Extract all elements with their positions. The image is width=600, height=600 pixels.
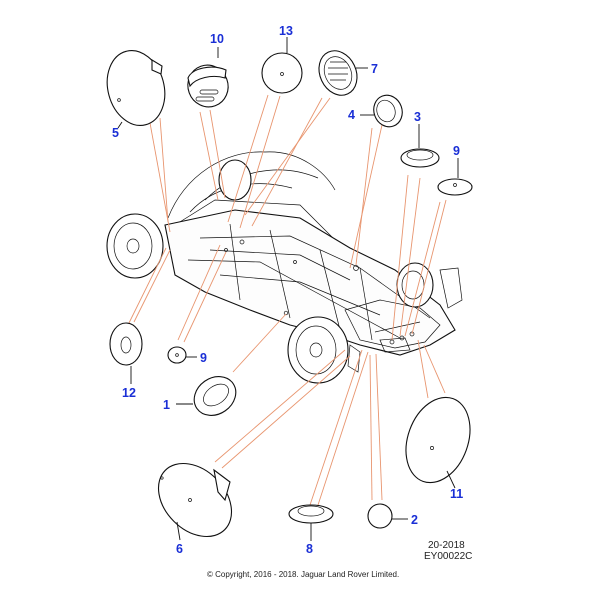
- drawing-date: 20-2018: [428, 540, 465, 551]
- callout-13: 13: [279, 24, 293, 38]
- callout-3: 3: [414, 110, 421, 124]
- part-6-large-cover: 6: [157, 462, 233, 556]
- part-13-disc-plug: 13: [261, 24, 303, 94]
- callout-8: 8: [306, 542, 313, 556]
- leader-lines: [127, 94, 447, 506]
- part-11-large-disc: 11: [405, 396, 471, 501]
- part-12-disc-plug: 12: [109, 322, 143, 400]
- part-7-ribbed-plug: 7: [318, 50, 378, 96]
- front-left-wheel: [106, 213, 164, 279]
- callout-1: 1: [163, 398, 170, 412]
- front-right-wheel: [218, 159, 252, 201]
- callout-2: 2: [411, 513, 418, 527]
- callout-6: 6: [176, 542, 183, 556]
- callout-9-upper: 9: [453, 144, 460, 158]
- callout-7: 7: [371, 62, 378, 76]
- part-9-cap-lower: 9: [167, 346, 207, 365]
- part-9-cap-upper: 9: [437, 144, 473, 196]
- callout-11: 11: [450, 487, 463, 501]
- callout-4: 4: [348, 108, 355, 122]
- callout-9-lower: 9: [200, 351, 207, 365]
- callout-10: 10: [210, 32, 224, 46]
- part-10-slotted-plug: 10: [187, 32, 229, 108]
- drawing-reference: EY00022C: [424, 551, 472, 562]
- part-8-grommet: 8: [288, 504, 334, 556]
- rear-right-wheel: [396, 262, 434, 308]
- callout-12: 12: [122, 386, 136, 400]
- rear-left-wheel: [287, 316, 349, 384]
- part-5-large-plug: 5: [106, 50, 166, 140]
- callout-5: 5: [112, 126, 119, 140]
- part-4-small-plug: 4: [348, 94, 403, 128]
- part-3-grommet: 3: [400, 110, 440, 168]
- copyright-notice: © Copyright, 2016 - 2018. Jaguar Land Ro…: [207, 570, 399, 579]
- part-1-oval-plug: 1: [163, 376, 237, 416]
- vehicle-underbody: [106, 151, 463, 384]
- part-2-small-disc: 2: [367, 503, 418, 529]
